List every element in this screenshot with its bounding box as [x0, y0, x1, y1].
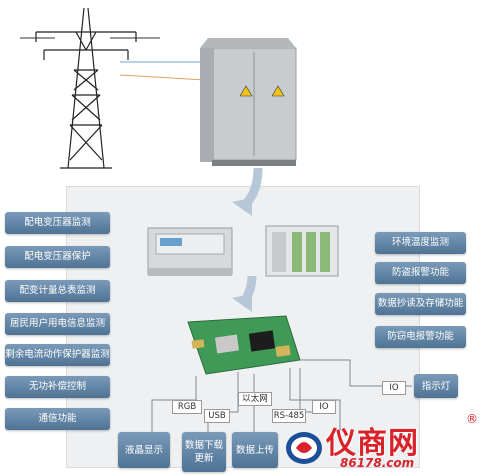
- lcd-display-box[interactable]: 液晶显示: [118, 432, 170, 468]
- right-item-3[interactable]: 防窃电报警功能: [375, 326, 466, 348]
- left-item-6[interactable]: 通信功能: [5, 408, 110, 430]
- rs485-tag: RS-485: [272, 409, 306, 423]
- left-item-4[interactable]: 剩余电流动作保护器监测: [5, 344, 110, 366]
- data-upload-box[interactable]: 数据上传: [232, 432, 278, 468]
- circuit-board-icon: [187, 315, 301, 375]
- brand-url: 86178.com: [340, 456, 415, 470]
- terminal-device-icon: [147, 227, 233, 276]
- right-item-1[interactable]: 防盗报警功能: [375, 262, 466, 284]
- left-item-0[interactable]: 配电变压器监测: [5, 212, 110, 234]
- data-download-box[interactable]: 数据下载 更新: [182, 432, 226, 472]
- brand-logo-icon: [286, 432, 322, 464]
- usb-tag: USB: [204, 409, 230, 423]
- power-lines: [20, 37, 206, 81]
- power-tower-icon: [35, 7, 137, 169]
- left-item-3[interactable]: 居民用户用电信息监测: [5, 313, 110, 335]
- right-item-0[interactable]: 环境温度监测: [375, 232, 466, 254]
- left-item-5[interactable]: 无功补偿控制: [5, 376, 110, 398]
- registered-mark: ®: [466, 412, 478, 426]
- indicator-light-box[interactable]: 指示灯: [414, 374, 458, 398]
- controller-module-icon: [265, 225, 339, 277]
- io-tag-right: IO: [382, 381, 406, 395]
- left-item-1[interactable]: 配电变压器保护: [5, 246, 110, 268]
- right-item-2[interactable]: 数据抄读及存储功能: [375, 293, 466, 315]
- down-arrow-icon: [232, 275, 257, 312]
- cabinet-icon: [200, 38, 297, 166]
- down-arrow-icon: [232, 167, 263, 216]
- ethernet-tag: 以太网: [238, 392, 272, 406]
- rgb-tag: RGB: [172, 400, 202, 414]
- io-tag-bottom: IO: [312, 400, 336, 414]
- brand-name: 仪商网: [326, 426, 419, 461]
- left-item-2[interactable]: 配变计量总表监测: [5, 280, 110, 302]
